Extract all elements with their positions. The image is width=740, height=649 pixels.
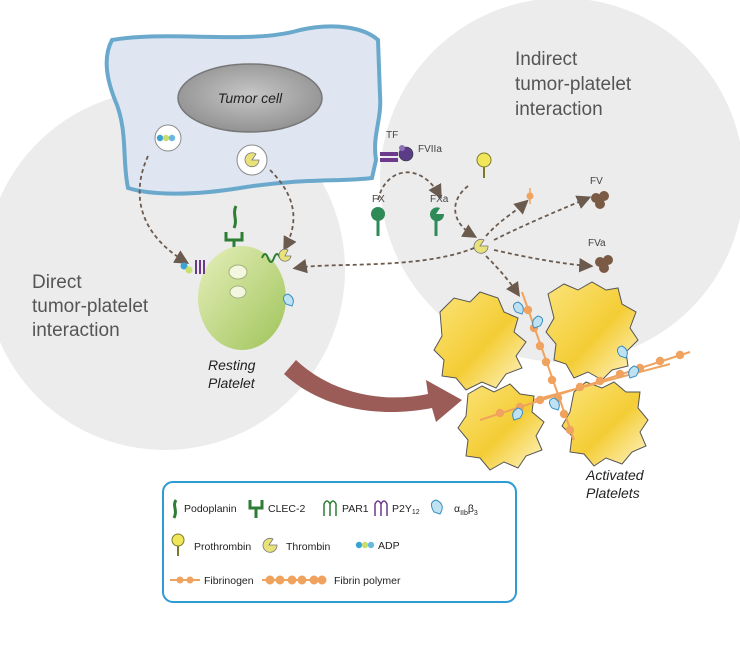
legend-clec2-label: CLEC-2 <box>268 503 306 515</box>
fva-label: FVa <box>588 238 606 249</box>
adp-icon-part <box>168 134 176 142</box>
thrombin-icon <box>278 248 292 262</box>
resting-platelet <box>198 246 286 350</box>
thrombin-path-arrow <box>269 169 297 252</box>
adp-legend-icon <box>355 541 363 549</box>
thrombin-to-fibrinogen-arrow <box>485 199 529 237</box>
platelet-granule <box>229 285 247 299</box>
par1-legend-icon <box>323 500 337 516</box>
tumor-cell-label: Tumor cell <box>218 90 283 106</box>
legend-integrin-label: αIIbβ3 <box>454 503 478 517</box>
thrombin-to-fva-arrow <box>493 249 594 273</box>
tumor-nucleus <box>177 63 323 133</box>
indirect-interaction-region <box>380 0 740 362</box>
resting-platelet-label: Resting Platelet <box>208 357 259 391</box>
fibrin-polymer-legend-icon <box>262 575 327 585</box>
legend-thrombin-label: Thrombin <box>286 541 331 553</box>
thrombin-legend-icon <box>262 537 278 553</box>
thrombin-hub-icon <box>473 238 489 254</box>
fviia-icon-part <box>399 145 405 151</box>
p2y12-receptor <box>195 260 205 274</box>
platelet-granule <box>228 264 248 280</box>
legend-fibrinogen-label: Fibrinogen <box>204 575 254 587</box>
activated-platelets-label: Activated Platelets <box>585 467 647 501</box>
tf-receptor <box>380 152 398 156</box>
thrombin-icon <box>244 152 260 168</box>
podoplanin-legend-icon <box>172 499 178 519</box>
integrin-icon <box>282 293 294 307</box>
fva-icon-part <box>599 263 609 273</box>
tf-label: TF <box>386 130 398 141</box>
prothrombin-legend-icon <box>171 533 185 547</box>
thrombin-to-fv-arrow <box>493 195 592 241</box>
fv-label: FV <box>590 176 603 187</box>
adp-icon-part <box>162 134 170 142</box>
adp-icon <box>156 134 164 142</box>
activated-platelet-2 <box>545 281 639 381</box>
legend-fibrin-polymer-label: Fibrin polymer <box>334 575 401 587</box>
activated-platelet-3 <box>457 383 545 471</box>
fx-label: FX <box>372 194 385 205</box>
legend-adp-label: ADP <box>378 540 400 552</box>
clec2-legend-icon <box>248 500 264 518</box>
p2y12-legend-icon <box>374 500 388 516</box>
activated-platelet-4 <box>561 381 649 467</box>
indirect-region-label: Indirect tumor-platelet interaction <box>515 49 636 120</box>
fxa-label: FXa <box>430 194 449 205</box>
thrombin-to-platelet-arrow <box>292 247 475 274</box>
adp-legend-icon-part <box>367 541 375 549</box>
adp-icon <box>180 262 188 270</box>
legend-p2y12-label: P2Y12 <box>392 503 420 516</box>
activation-arrow <box>284 360 462 422</box>
legend-prothrombin-label: Prothrombin <box>194 541 251 553</box>
direct-region-label: Direct tumor-platelet interaction <box>32 272 153 341</box>
fibrinogen-legend-dot <box>186 576 194 584</box>
adp-legend-icon-part <box>361 541 369 549</box>
legend-par1-label: PAR1 <box>342 503 369 515</box>
legend-box <box>162 481 517 603</box>
integrin-legend-icon <box>430 499 443 515</box>
legend-podoplanin-label: Podoplanin <box>184 503 237 515</box>
adp-path-arrow <box>138 155 190 264</box>
prothrombin-icon <box>476 152 492 168</box>
fx-icon <box>371 207 385 221</box>
fx-activation-arrow <box>377 171 442 201</box>
adp-icon-part <box>185 266 193 274</box>
prothrombin-conversion-arrow <box>454 185 478 238</box>
fva-icon-part <box>603 255 613 265</box>
activated-platelet-1 <box>433 291 527 391</box>
fviia-label: FVIIa <box>418 144 442 155</box>
fv-icon-part <box>599 191 609 201</box>
tf-receptor-part <box>380 158 398 162</box>
fibrinogen-legend-dot <box>176 576 184 584</box>
podoplanin-icon <box>232 205 238 229</box>
fv-icon-part <box>595 199 605 209</box>
integrin-bridges <box>512 301 640 421</box>
fxa-icon <box>430 207 445 222</box>
par1-receptor <box>261 253 281 263</box>
